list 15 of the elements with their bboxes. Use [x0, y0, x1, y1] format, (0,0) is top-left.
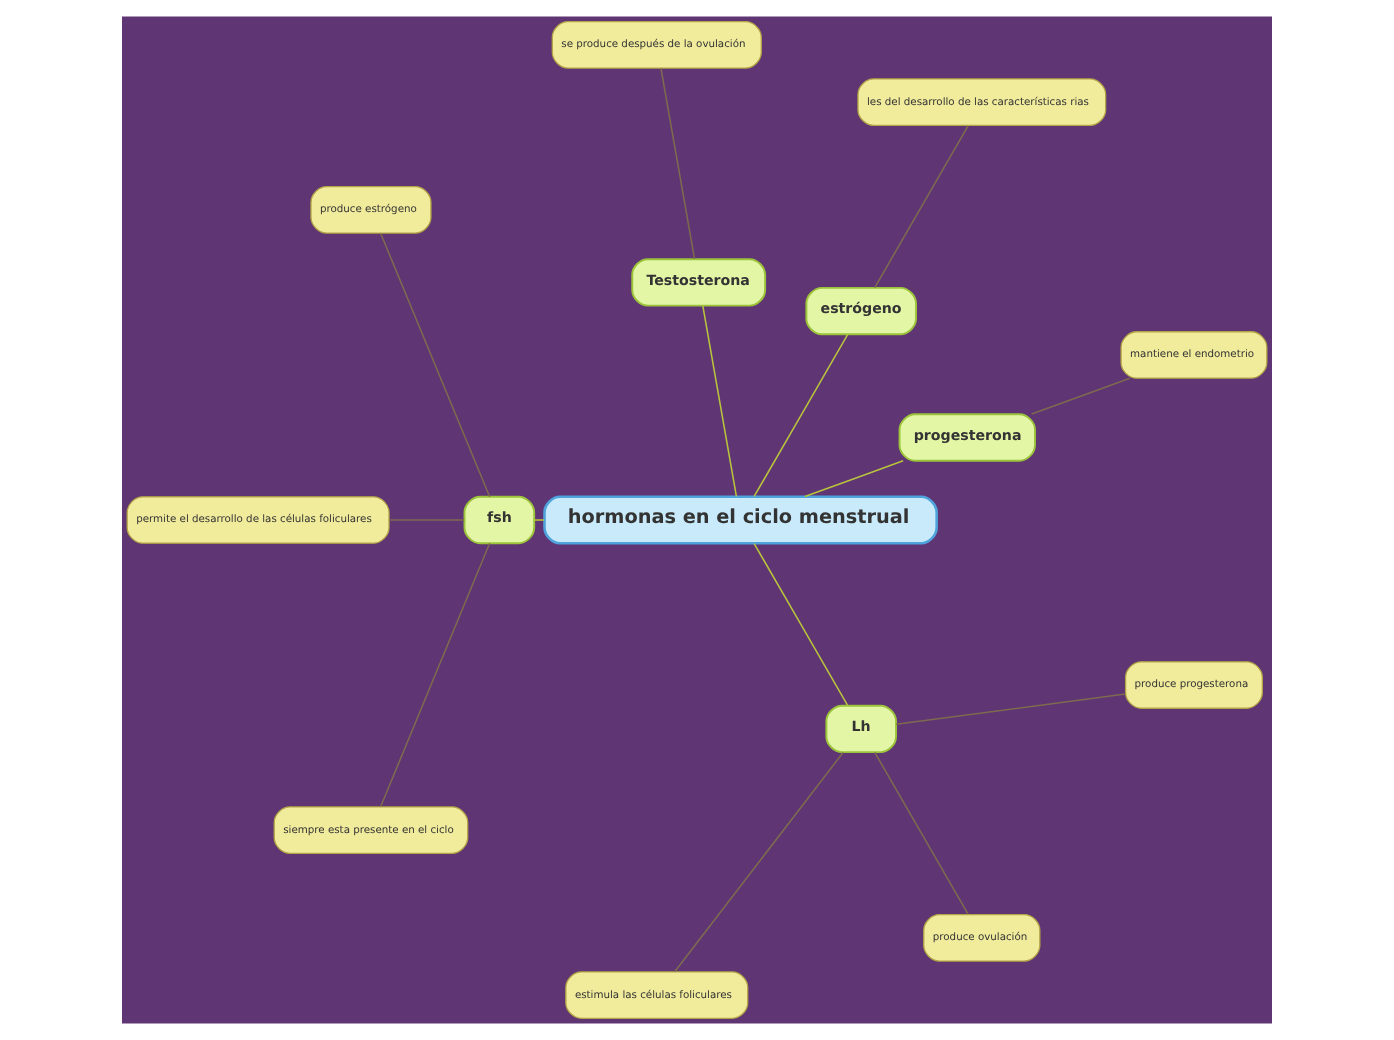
connector	[1030, 377, 1131, 415]
node-box: hormonas en el ciclo menstrual	[543, 495, 938, 545]
connector	[874, 125, 969, 289]
connector	[702, 305, 738, 498]
connector	[674, 751, 844, 973]
connector	[804, 460, 904, 498]
connector	[753, 334, 849, 498]
connector	[660, 67, 696, 260]
connector	[895, 693, 1127, 726]
connector	[874, 751, 969, 915]
connector	[388, 519, 465, 521]
connector	[753, 542, 849, 706]
connector	[379, 232, 491, 498]
connector	[533, 519, 545, 521]
connector	[379, 542, 491, 808]
